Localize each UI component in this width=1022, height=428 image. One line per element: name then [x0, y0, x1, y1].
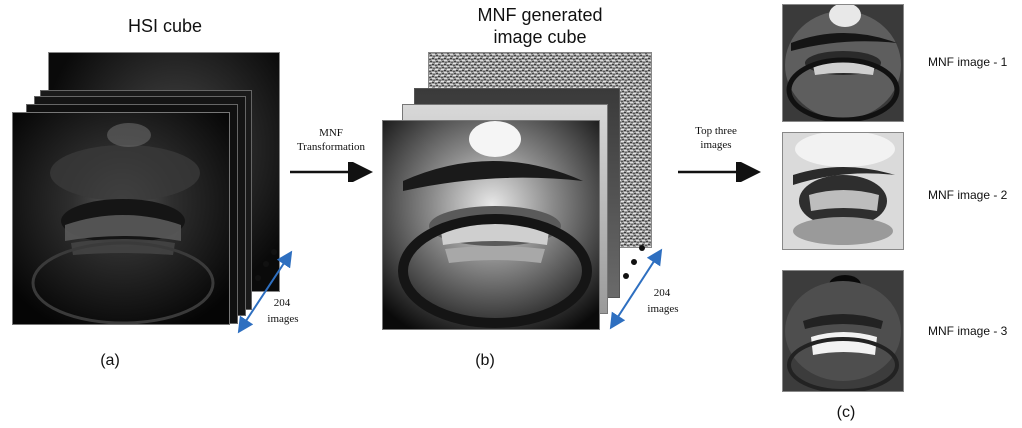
- mnf-cube-title-line1: MNF generated: [477, 5, 603, 25]
- mnf-count: 204: [653, 287, 671, 299]
- mnf-image-1: [782, 4, 904, 122]
- dot: [639, 245, 645, 251]
- mnf-cube-title-line2: image cube: [493, 27, 587, 47]
- panel-c-label: (c): [836, 404, 856, 421]
- arrow1-label-line2: Transformation: [296, 141, 366, 153]
- arrow2-label-line2: images: [700, 139, 732, 151]
- dot: [255, 275, 261, 281]
- hsi-count: 204: [273, 297, 291, 309]
- mnf-image-3: [782, 270, 904, 392]
- stack-count-indicator-a: [237, 249, 293, 334]
- hsi-count-unit: images: [267, 313, 299, 325]
- stack-count-indicator-b: [609, 245, 663, 330]
- mnf-image-2: [782, 132, 904, 250]
- panel-a-label: (a): [100, 352, 120, 369]
- mnf-transformation-arrow: [290, 162, 373, 182]
- mnf-image-3-label: MNF image - 3: [928, 324, 1008, 338]
- panel-b-label: (b): [475, 352, 495, 369]
- dot: [623, 273, 629, 279]
- mnf-count-unit: images: [647, 303, 679, 315]
- dot: [631, 259, 637, 265]
- top-three-arrow: [678, 162, 761, 182]
- mnf-image-2-label: MNF image - 2: [928, 188, 1008, 202]
- double-arrow: [609, 248, 663, 330]
- arrow2-label-line1: Top three: [695, 125, 737, 137]
- double-arrow: [237, 250, 293, 334]
- dot: [271, 249, 277, 255]
- hsi-cube-title: HSI cube: [127, 16, 203, 36]
- hsi-front-image: [12, 112, 230, 325]
- mnf-image-1-label: MNF image - 1: [928, 55, 1008, 69]
- mnf-front-image: [382, 120, 600, 330]
- dot: [263, 261, 269, 267]
- arrow1-label-line1: MNF: [319, 127, 343, 139]
